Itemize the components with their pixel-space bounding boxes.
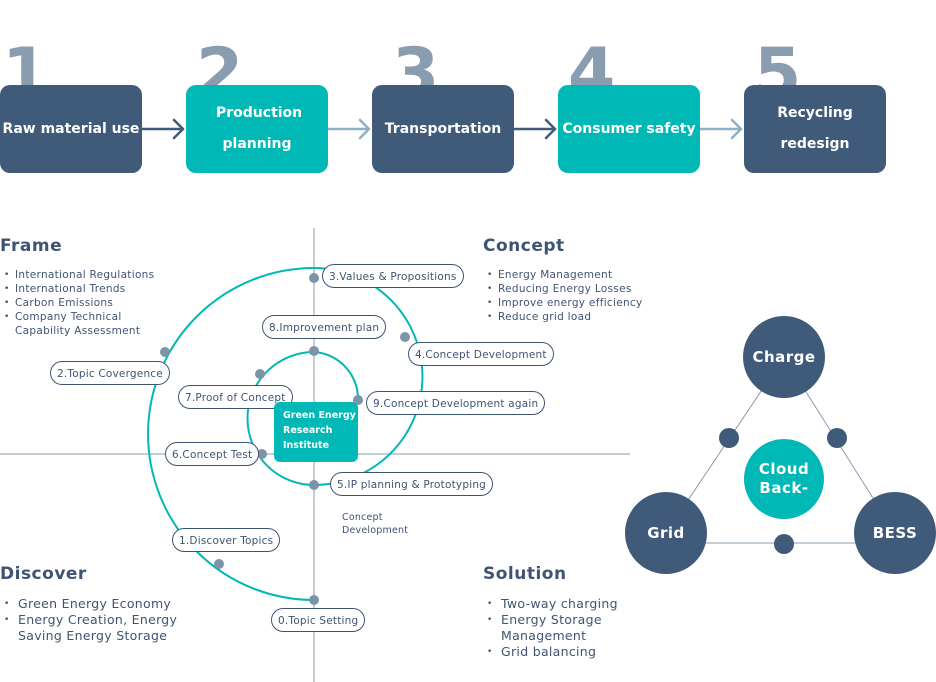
stage-pill-9: 9.Concept Development again [366,391,546,415]
node-grid: Grid [625,492,707,574]
step-box-transportation: Transportation [372,85,514,173]
arrow-right-icon [140,118,185,140]
spiral-dot [255,369,265,379]
stage-pill-2: 2.Topic Covergence [50,361,170,385]
spiral-dot [309,346,319,356]
list-item: Grid balancing [483,644,633,660]
list-item: Improve energy efficiency [483,296,653,310]
stage-pill-8: 8.Improvement plan [262,315,387,339]
stage-pill-0: 0.Topic Setting [271,608,366,632]
list-item: Reducing Energy Losses [483,282,653,296]
spiral-dot [160,347,170,357]
connector-dot [827,428,847,448]
list-item: Energy Storage Management [483,612,633,644]
step-box-recycling-redesign: Recycling redesign [744,85,886,173]
stage-pill-4: 4.Concept Development [408,342,554,366]
solution-list: Two-way charging Energy Storage Manageme… [483,596,633,660]
stage-pill-6: 6.Concept Test [165,442,260,466]
concept-list: Energy Management Reducing Energy Losses… [483,268,653,324]
step-label: Raw material use [2,120,140,137]
arrow-right-icon [698,118,743,140]
spiral-dot [309,273,319,283]
spiral-dot [214,559,224,569]
spiral-dot [400,332,410,342]
solution-title: Solution [483,564,567,584]
frame-title: Frame [0,236,63,256]
frame-list: International Regulations International … [0,268,160,338]
process-arrows [140,118,743,140]
step-label: Recycling redesign [777,105,853,152]
discover-title: Discover [0,564,87,584]
list-item: International Regulations [0,268,160,282]
discover-list: Green Energy Economy Energy Creation, En… [0,596,225,644]
step-box-raw-material-use: Raw material use [0,85,142,173]
step-label: Production planning [216,105,303,152]
list-item: Carbon Emissions [0,296,160,310]
arrow-right-icon [512,118,557,140]
step-box-production-planning: Production planning [186,85,328,173]
stage-pill-5: 5.IP planning & Prototyping [330,472,494,496]
list-item: Green Energy Economy [0,596,225,612]
connector-dot [774,534,794,554]
list-item: Company Technical Capability Assessment [0,310,160,338]
node-label: BESS [872,524,918,542]
list-item: Two-way charging [483,596,633,612]
stage-pill-1: 1.Discover Topics [172,528,281,552]
center-label: Green Energy Research Institute [283,410,356,451]
node-label: Charge [752,348,816,366]
spiral-dot [309,595,319,605]
node-label: Grid [647,524,685,542]
node-label: Cloud Back- [758,460,810,497]
step-label: Transportation [384,120,502,137]
node-charge: Charge [743,316,825,398]
step-box-consumer-safety: Consumer safety [558,85,700,173]
concept-title: Concept [483,236,565,256]
node-bess: BESS [854,492,936,574]
stage-pill-3: 3.Values & Propositions [322,264,464,288]
center-institute-box: Green Energy Research Institute [274,402,358,462]
list-item: Reduce grid load [483,310,653,324]
spiral-dot [309,480,319,490]
list-item: Energy Management [483,268,653,282]
list-item: Energy Creation, Energy Saving Energy St… [0,612,225,644]
concept-development-note: Concept Development [342,512,409,536]
stage-pill-7: 7.Proof of Concept [178,385,293,409]
list-item: International Trends [0,282,160,296]
spiral-dot [257,449,267,459]
arrow-right-icon [326,118,371,140]
step-label: Consumer safety [562,120,696,137]
node-cloud-backend: Cloud Back- [744,439,824,519]
connector-dot [719,428,739,448]
